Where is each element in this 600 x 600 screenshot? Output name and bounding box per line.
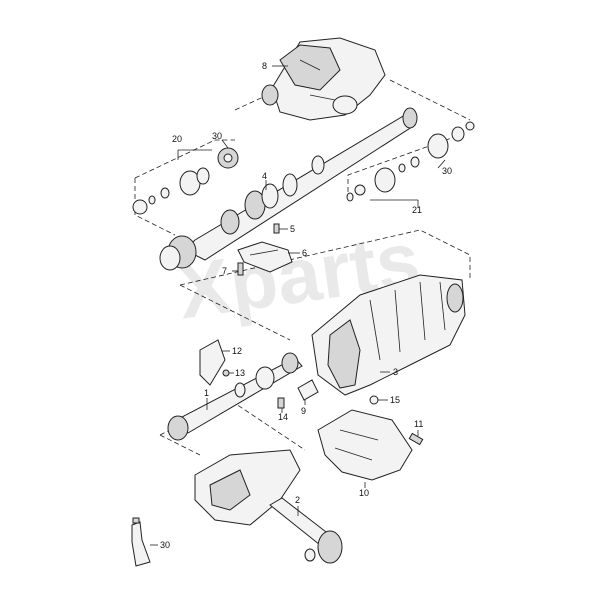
- callout-7: 7: [222, 266, 227, 276]
- transfer-case-part: [311, 274, 466, 396]
- leader-30b: [437, 159, 446, 169]
- front-differential-part: [194, 449, 343, 564]
- right-cv-joint-group: [346, 121, 475, 202]
- leader-21: [370, 199, 419, 208]
- washer-15-part: [369, 395, 379, 405]
- leader-20: [177, 149, 212, 160]
- bolt-5-part: [273, 223, 280, 234]
- bolt-7-part: [237, 262, 244, 276]
- dashed-bracket-middle: [179, 229, 471, 341]
- callout-5: 5: [290, 224, 295, 234]
- callout-15: 15: [390, 395, 400, 405]
- callout-1: 1: [204, 388, 209, 398]
- callout-3: 3: [393, 367, 398, 377]
- callout-13: 13: [235, 368, 245, 378]
- bolt-14-part: [277, 397, 285, 409]
- bolt-11-part: [408, 432, 424, 446]
- callout-12: 12: [232, 346, 242, 356]
- dashed-bracket-right: [347, 134, 461, 200]
- dashed-bracket-left: [134, 139, 235, 236]
- callout-4: 4: [262, 171, 267, 181]
- leader-30a: [221, 139, 229, 149]
- flange-9-part: [297, 379, 319, 401]
- nut-13-part: [222, 369, 230, 377]
- heat-shield-10-part: [317, 409, 413, 481]
- bracket-6-part: [237, 241, 293, 273]
- propeller-shaft-part: [159, 107, 418, 271]
- rear-differential-part: [261, 37, 386, 121]
- callout-2: 2: [295, 495, 300, 505]
- left-cv-joint-group: [132, 147, 239, 215]
- callout-21: 21: [412, 205, 422, 215]
- grease-tube-30-part: [131, 517, 151, 567]
- callout-11: 11: [414, 419, 423, 429]
- callout-30c: 30: [160, 540, 170, 550]
- callout-8: 8: [262, 61, 267, 71]
- bracket-12-part: [199, 339, 226, 386]
- callout-6: 6: [302, 248, 307, 258]
- callout-30b: 30: [442, 166, 452, 176]
- callout-9: 9: [301, 406, 306, 416]
- front-shaft-part: [167, 352, 303, 441]
- callout-10: 10: [359, 488, 369, 498]
- callout-30a: 30: [212, 131, 222, 141]
- callout-20: 20: [172, 134, 182, 144]
- callout-14: 14: [278, 412, 288, 422]
